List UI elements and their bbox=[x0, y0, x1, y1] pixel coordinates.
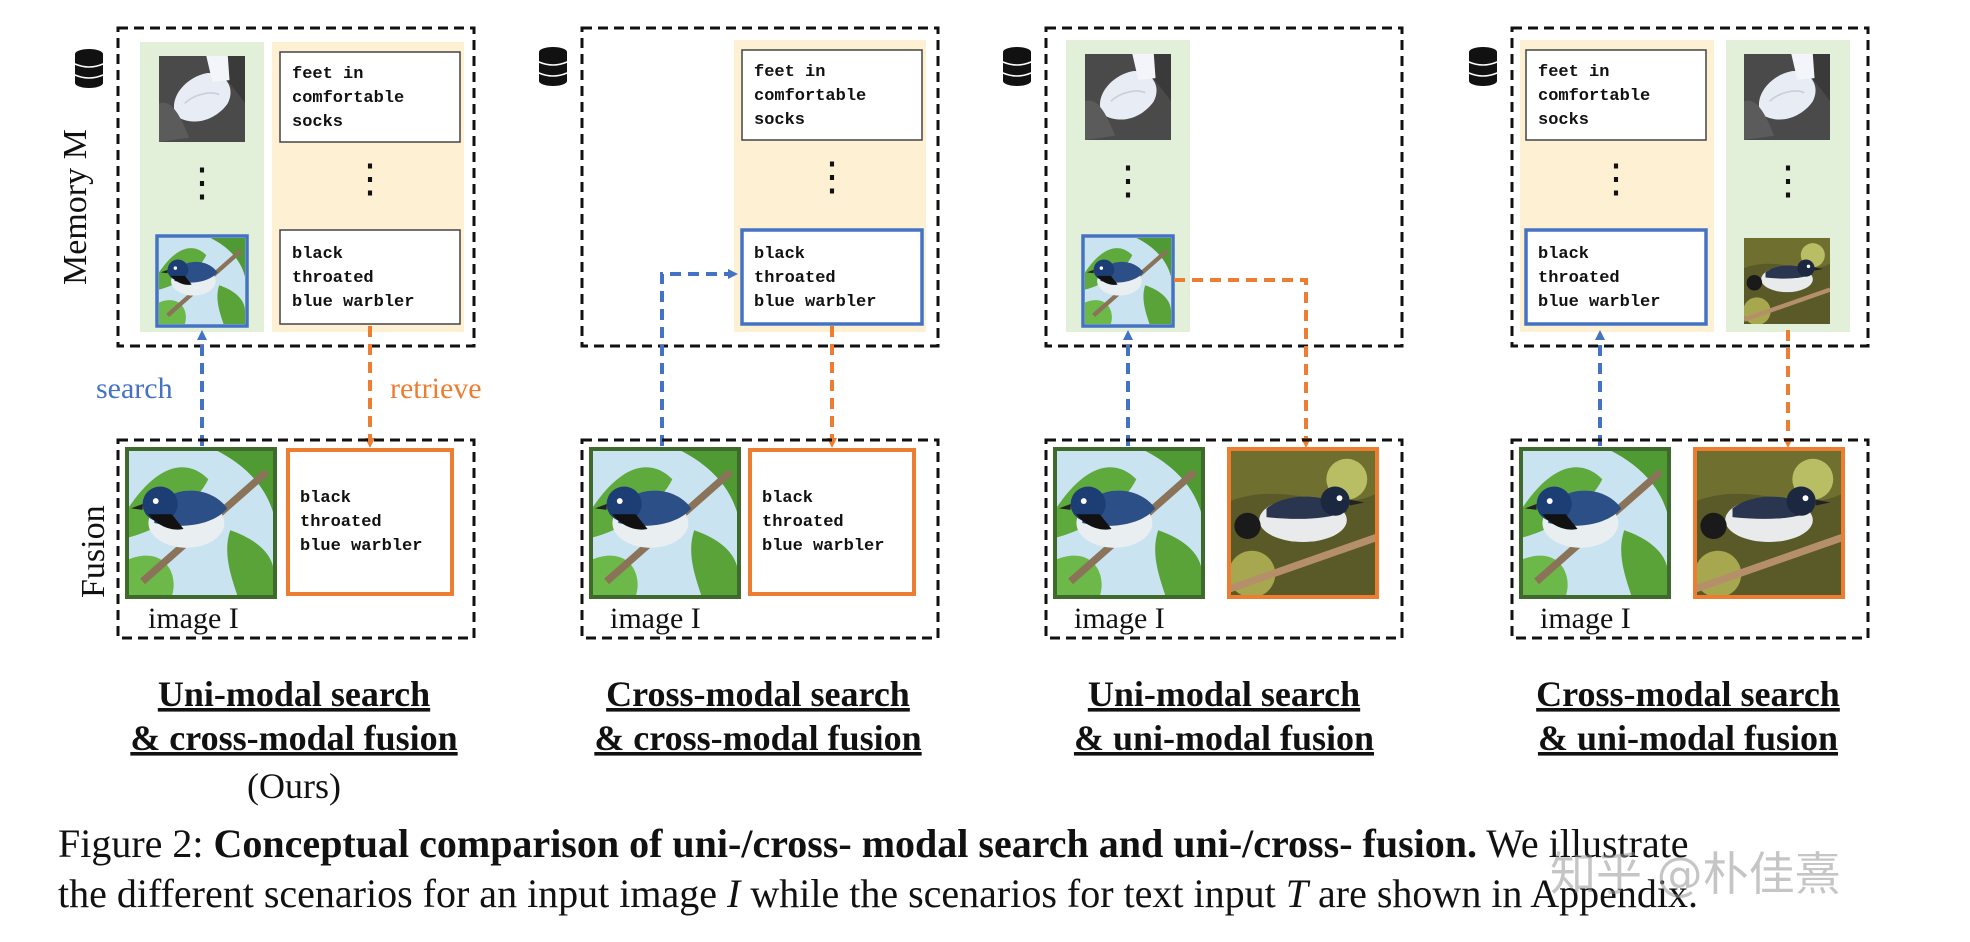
memory-label: Memory M bbox=[57, 129, 94, 285]
input-image-border bbox=[1053, 447, 1205, 599]
database-icon bbox=[1468, 46, 1498, 86]
search-label: search bbox=[96, 372, 173, 405]
text-entry-box bbox=[1525, 49, 1707, 141]
retrieved-image-border bbox=[1227, 447, 1379, 599]
text-entry-box bbox=[279, 51, 461, 143]
panel-title-line2: & cross-modal fusion bbox=[130, 718, 457, 758]
image-i-label: image I bbox=[1540, 602, 1631, 635]
bird-memory-image bbox=[159, 238, 245, 324]
search-hit-text-box bbox=[1524, 228, 1708, 326]
input-bird-image bbox=[1056, 450, 1202, 596]
caption-text: the different scenarios for an input ima… bbox=[58, 871, 728, 916]
ellipsis: ⋮ bbox=[1596, 156, 1636, 201]
panel-title-line2: & cross-modal fusion bbox=[594, 718, 921, 758]
ellipsis: ⋮ bbox=[812, 154, 852, 199]
fusion-box bbox=[580, 438, 940, 640]
bird-memory-image bbox=[1743, 238, 1830, 325]
ours-label: (Ours) bbox=[247, 766, 341, 806]
input-bird-image bbox=[592, 450, 738, 596]
ellipsis: ⋮ bbox=[1108, 158, 1148, 203]
fusion-label: Fusion bbox=[75, 505, 112, 598]
retrieve-label: retrieve bbox=[390, 372, 482, 405]
panel-3: ⋮ image I Uni-modal search & uni-modal f… bbox=[1002, 26, 1404, 758]
figure-caption-line1: Figure 2: Conceptual comparison of uni-/… bbox=[58, 818, 1938, 870]
retrieved-text-box bbox=[748, 448, 916, 596]
panel-title-line1: Uni-modal search bbox=[158, 674, 430, 714]
ellipsis: ⋮ bbox=[1768, 158, 1808, 203]
fusion-box bbox=[1044, 438, 1404, 640]
retrieved-text-box bbox=[286, 448, 454, 596]
caption-text: We illustrate bbox=[1477, 821, 1689, 866]
database-icon bbox=[1002, 46, 1032, 86]
memory-box bbox=[1044, 26, 1404, 348]
caption-var-t: T bbox=[1285, 871, 1309, 916]
image-i-label: image I bbox=[610, 602, 701, 635]
memory-box bbox=[116, 26, 476, 348]
caption-var-i: I bbox=[727, 871, 741, 916]
search-hit-text-box bbox=[740, 228, 924, 326]
caption-text: are shown in Appendix. bbox=[1308, 871, 1698, 916]
database-icon bbox=[74, 48, 104, 88]
caption-prefix: Figure 2: bbox=[58, 821, 214, 866]
input-bird-image bbox=[128, 450, 274, 596]
sock-image bbox=[158, 56, 246, 142]
input-image-border bbox=[125, 447, 277, 599]
fusion-box bbox=[116, 438, 476, 640]
input-image-border bbox=[1519, 447, 1671, 599]
text-entry-box bbox=[741, 49, 923, 141]
search-arrow bbox=[660, 269, 738, 446]
memory-box bbox=[580, 26, 940, 348]
fusion-box bbox=[1510, 438, 1870, 640]
sock-image bbox=[1744, 54, 1830, 140]
image-i-label: image I bbox=[1074, 602, 1165, 635]
sock-image bbox=[1084, 54, 1172, 140]
retrieved-bird-image bbox=[1229, 450, 1376, 597]
bird-memory-image bbox=[1085, 238, 1171, 324]
panel-title-line2: & uni-modal fusion bbox=[1538, 718, 1838, 758]
panel-title-line1: Uni-modal search bbox=[1088, 674, 1360, 714]
input-image-border bbox=[589, 447, 741, 599]
panel-title-line1: Cross-modal search bbox=[1536, 674, 1840, 714]
caption-bold-title: Conceptual comparison of uni-/cross- mod… bbox=[213, 821, 1478, 866]
retrieved-bird-image bbox=[1695, 450, 1842, 597]
caption-text: while the scenarios for text input bbox=[740, 871, 1286, 916]
input-bird-image bbox=[1522, 450, 1668, 596]
ellipsis: ⋮ bbox=[182, 160, 222, 205]
retrieved-image-border bbox=[1693, 447, 1845, 599]
text-entry-box bbox=[279, 229, 461, 325]
figure-caption-line2: the different scenarios for an input ima… bbox=[58, 868, 1938, 920]
search-hit-highlight bbox=[155, 234, 249, 328]
search-hit-highlight bbox=[1081, 234, 1175, 328]
image-i-label: image I bbox=[148, 602, 239, 635]
memory-box bbox=[1510, 26, 1870, 348]
retrieve-arrow bbox=[1174, 278, 1311, 448]
panel-title-line1: Cross-modal search bbox=[606, 674, 910, 714]
database-icon bbox=[538, 46, 568, 86]
panel-title-line2: & uni-modal fusion bbox=[1074, 718, 1374, 758]
ellipsis: ⋮ bbox=[350, 156, 390, 201]
watermark: 知乎 @朴佳熹 bbox=[1550, 847, 1841, 901]
